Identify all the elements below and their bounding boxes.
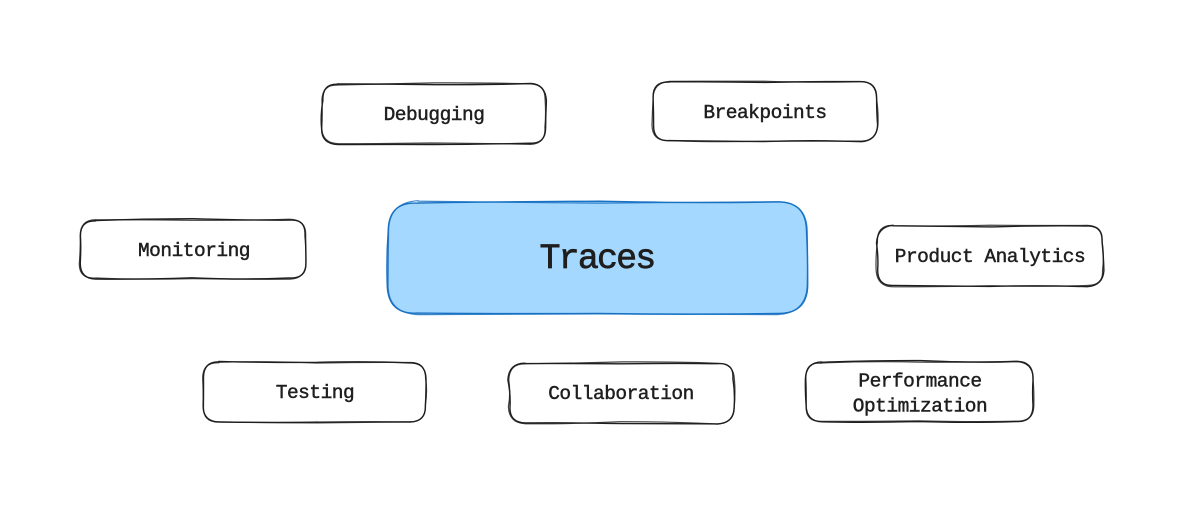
svg-text:Breakpoints: Breakpoints bbox=[703, 102, 826, 124]
svg-text:Monitoring: Monitoring bbox=[138, 240, 250, 262]
svg-text:Performance: Performance bbox=[858, 371, 981, 393]
svg-text:Traces: Traces bbox=[540, 239, 655, 279]
svg-text:Optimization: Optimization bbox=[853, 396, 987, 418]
svg-text:Debugging: Debugging bbox=[384, 104, 485, 126]
svg-text:Collaboration: Collaboration bbox=[548, 383, 694, 405]
svg-text:Testing: Testing bbox=[276, 382, 354, 404]
svg-text:Product Analytics: Product Analytics bbox=[895, 246, 1085, 268]
